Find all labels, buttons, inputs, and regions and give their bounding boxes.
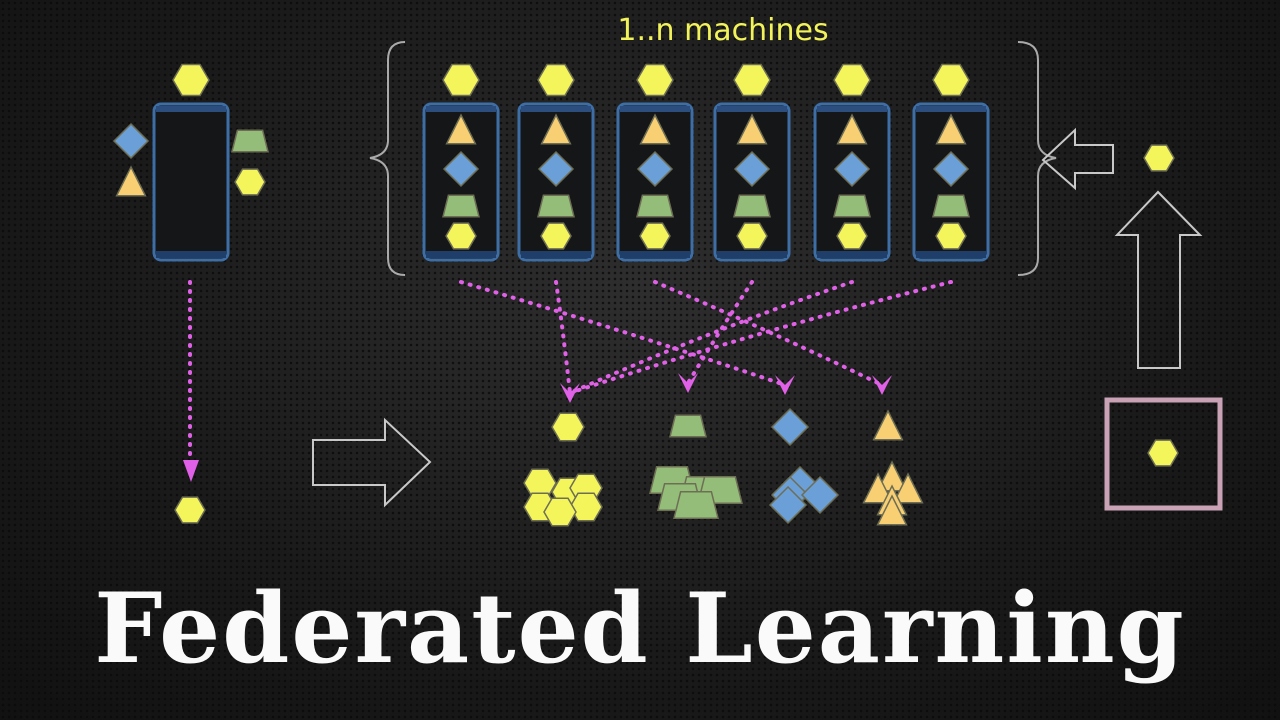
hexagon-shape bbox=[935, 222, 967, 250]
page-title: Federated Learning bbox=[94, 572, 1185, 685]
hexagon-shape bbox=[543, 497, 577, 527]
diamond-shape bbox=[537, 150, 575, 188]
phone-top-bar bbox=[521, 106, 591, 112]
triangle-shape bbox=[540, 113, 572, 145]
triangle-shape bbox=[115, 165, 147, 197]
hexagon-shape bbox=[1143, 144, 1175, 172]
phone-bottom-bar bbox=[620, 251, 690, 258]
dotted-path bbox=[568, 280, 854, 395]
right-brace bbox=[1017, 41, 1057, 276]
trapezoid-shape bbox=[442, 194, 480, 218]
right-arrow-icon bbox=[312, 417, 432, 508]
phone-bottom-bar bbox=[426, 251, 496, 258]
phone-top-bar bbox=[916, 106, 986, 112]
triangle-shape bbox=[935, 113, 967, 145]
trapezoid-shape bbox=[673, 491, 719, 519]
machines-label: 1..n machines bbox=[617, 13, 828, 48]
hexagon-shape bbox=[569, 492, 603, 522]
phone-top-bar bbox=[717, 106, 787, 112]
phone-top-bar bbox=[156, 106, 226, 112]
triangle-shape bbox=[872, 409, 904, 441]
phone-bottom-bar bbox=[521, 251, 591, 258]
trapezoid-shape bbox=[733, 194, 771, 218]
diamond-shape bbox=[733, 150, 771, 188]
triangle-shape bbox=[836, 113, 868, 145]
hexagon-shape bbox=[636, 63, 674, 97]
hexagon-shape bbox=[833, 63, 871, 97]
arrowhead-icon bbox=[872, 375, 892, 395]
diamond-shape bbox=[442, 150, 480, 188]
hexagon-shape bbox=[733, 63, 771, 97]
hexagon-shape bbox=[442, 63, 480, 97]
dotted-paths bbox=[188, 280, 953, 464]
triangle-shape bbox=[892, 472, 924, 504]
hexagon-shape bbox=[234, 168, 266, 196]
trapezoid-shape bbox=[669, 414, 707, 438]
hexagon-shape bbox=[174, 496, 206, 524]
phone-top-bar bbox=[426, 106, 496, 112]
hexagon-shape bbox=[639, 222, 671, 250]
arrowhead-icon bbox=[678, 373, 698, 393]
hexagon-shape bbox=[1147, 439, 1179, 467]
triangle-shape bbox=[862, 472, 894, 504]
hexagon-shape bbox=[836, 222, 868, 250]
hexagon-shape bbox=[540, 222, 572, 250]
dotted-path bbox=[459, 280, 787, 387]
diamond-shape bbox=[636, 150, 674, 188]
hexagon-shape bbox=[932, 63, 970, 97]
phone-top-bar bbox=[620, 106, 690, 112]
arrowhead-icon bbox=[560, 383, 580, 403]
hexagon-shape bbox=[736, 222, 768, 250]
phone-bottom-bar bbox=[817, 251, 887, 258]
trapezoid-shape bbox=[636, 194, 674, 218]
server-box bbox=[1104, 397, 1223, 511]
dotted-path bbox=[653, 280, 884, 387]
triangle-shape bbox=[445, 113, 477, 145]
diamond-shape bbox=[112, 122, 150, 160]
triangle-shape bbox=[736, 113, 768, 145]
hexagon-shape bbox=[537, 63, 575, 97]
trapezoid-shape bbox=[231, 129, 269, 153]
left-brace bbox=[369, 41, 406, 276]
phone-local bbox=[152, 102, 230, 262]
hexagon-shape bbox=[172, 63, 210, 97]
phone-bottom-bar bbox=[156, 251, 226, 258]
phone-top-bar bbox=[817, 106, 887, 112]
phone-bottom-bar bbox=[717, 251, 787, 258]
triangle-shape bbox=[876, 494, 908, 526]
diamond-shape bbox=[932, 150, 970, 188]
trapezoid-shape bbox=[833, 194, 871, 218]
diamond-shape bbox=[770, 407, 810, 447]
hexagon-shape bbox=[551, 412, 585, 442]
diamond-shape bbox=[800, 475, 840, 515]
shapes bbox=[112, 63, 1179, 527]
arrowhead-icon bbox=[775, 375, 795, 395]
dotted-path bbox=[568, 280, 953, 395]
hexagon-shape bbox=[445, 222, 477, 250]
up-arrow-icon bbox=[1114, 190, 1203, 369]
triangle-shape bbox=[639, 113, 671, 145]
diamond-shape bbox=[833, 150, 871, 188]
left-arrow-icon bbox=[1041, 127, 1114, 191]
dotted-path bbox=[686, 280, 754, 385]
trapezoid-shape bbox=[932, 194, 970, 218]
diamond-shape bbox=[768, 485, 808, 525]
arrowhead-icon bbox=[183, 460, 199, 482]
dotted-path bbox=[554, 280, 572, 395]
phone-bottom-bar bbox=[916, 251, 986, 258]
trapezoid-shape bbox=[537, 194, 575, 218]
